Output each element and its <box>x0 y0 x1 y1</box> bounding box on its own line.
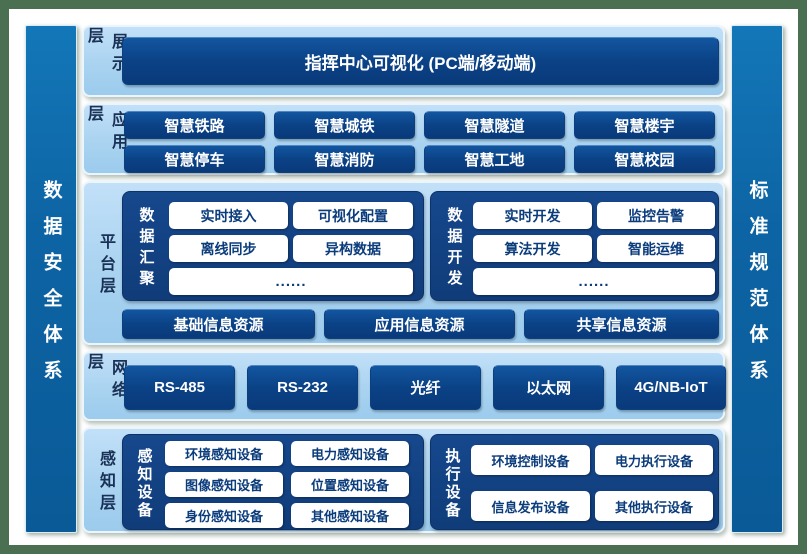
resource-button: 应用信息资源 <box>324 309 515 339</box>
network-button: 光纤 <box>370 365 481 410</box>
device-button: 其他执行设备 <box>595 491 713 521</box>
layer-panel-platform: 平台层 数据汇聚 实时接入 可视化配置 离线同步 异构数据 ...... 数据开… <box>82 181 725 345</box>
device-button: 身份感知设备 <box>165 503 283 528</box>
layer-label-application: 应用层 <box>85 105 126 155</box>
group-label-data-aggregation: 数据汇聚 <box>137 207 155 291</box>
app-button: 智慧校园 <box>574 145 715 173</box>
app-button: 智慧城铁 <box>274 111 415 139</box>
resource-button: 共享信息资源 <box>524 309 719 339</box>
sidebar-data-security: 数据安全体系 <box>25 25 77 533</box>
platform-button: 智能运维 <box>597 235 715 262</box>
layer-label-platform: 平台层 <box>97 233 114 299</box>
more-ellipsis-button: ...... <box>473 268 715 295</box>
platform-button: 实时开发 <box>473 202 592 229</box>
group-label-data-development: 数据开发 <box>445 207 463 291</box>
app-button: 智慧铁路 <box>124 111 265 139</box>
layer-label-display: 展示层 <box>85 27 126 77</box>
display-banner: 指挥中心可视化 (PC端/移动端) <box>122 37 719 85</box>
sidebar-data-security-label: 数据安全体系 <box>40 179 62 396</box>
app-button: 智慧工地 <box>424 145 565 173</box>
platform-group-data-aggregation: 数据汇聚 实时接入 可视化配置 离线同步 异构数据 ...... <box>122 191 424 301</box>
device-button: 电力执行设备 <box>595 445 713 475</box>
layer-label-perception: 感知层 <box>97 450 114 516</box>
platform-button: 可视化配置 <box>293 202 413 229</box>
platform-button: 异构数据 <box>293 235 413 262</box>
device-button: 环境感知设备 <box>165 441 283 466</box>
resource-button: 基础信息资源 <box>122 309 315 339</box>
platform-button: 算法开发 <box>473 235 592 262</box>
platform-button: 离线同步 <box>169 235 288 262</box>
more-ellipsis-button: ...... <box>169 268 413 295</box>
layer-panel-network: 网络层 RS-485 RS-232 光纤 以太网 4G/NB-IoT <box>82 351 726 421</box>
group-label-execution-devices: 执行设备 <box>443 447 461 520</box>
network-button: RS-485 <box>124 365 235 410</box>
app-button: 智慧隧道 <box>424 111 565 139</box>
group-label-sensing-devices: 感知设备 <box>135 447 153 520</box>
platform-group-data-development: 数据开发 实时开发 监控告警 算法开发 智能运维 ...... <box>430 191 719 301</box>
device-button: 位置感知设备 <box>291 472 409 497</box>
network-button: RS-232 <box>247 365 358 410</box>
device-button: 电力感知设备 <box>291 441 409 466</box>
perception-group-execution-devices: 执行设备 环境控制设备 电力执行设备 信息发布设备 其他执行设备 <box>430 434 719 530</box>
perception-group-sensing-devices: 感知设备 环境感知设备 电力感知设备 图像感知设备 位置感知设备 身份感知设备 … <box>122 434 424 530</box>
app-button: 智慧楼宇 <box>574 111 715 139</box>
app-button: 智慧停车 <box>124 145 265 173</box>
network-button: 4G/NB-IoT <box>616 365 726 410</box>
platform-button: 实时接入 <box>169 202 288 229</box>
device-button: 其他感知设备 <box>291 503 409 528</box>
network-button: 以太网 <box>493 365 604 410</box>
device-button: 图像感知设备 <box>165 472 283 497</box>
sidebar-standards-label: 标准规范体系 <box>746 179 768 396</box>
device-button: 环境控制设备 <box>471 445 590 475</box>
layer-panel-perception: 感知层 感知设备 环境感知设备 电力感知设备 图像感知设备 位置感知设备 身份感… <box>82 427 725 533</box>
app-button: 智慧消防 <box>274 145 415 173</box>
device-button: 信息发布设备 <box>471 491 590 521</box>
layer-panel-display: 展示层 指挥中心可视化 (PC端/移动端) <box>82 25 725 97</box>
platform-button: 监控告警 <box>597 202 715 229</box>
layer-panel-application: 应用层 智慧铁路 智慧城铁 智慧隧道 智慧楼宇 智慧停车 智慧消防 智慧工地 智… <box>82 103 725 175</box>
sidebar-standards: 标准规范体系 <box>731 25 783 533</box>
layer-label-network: 网络层 <box>85 353 126 403</box>
